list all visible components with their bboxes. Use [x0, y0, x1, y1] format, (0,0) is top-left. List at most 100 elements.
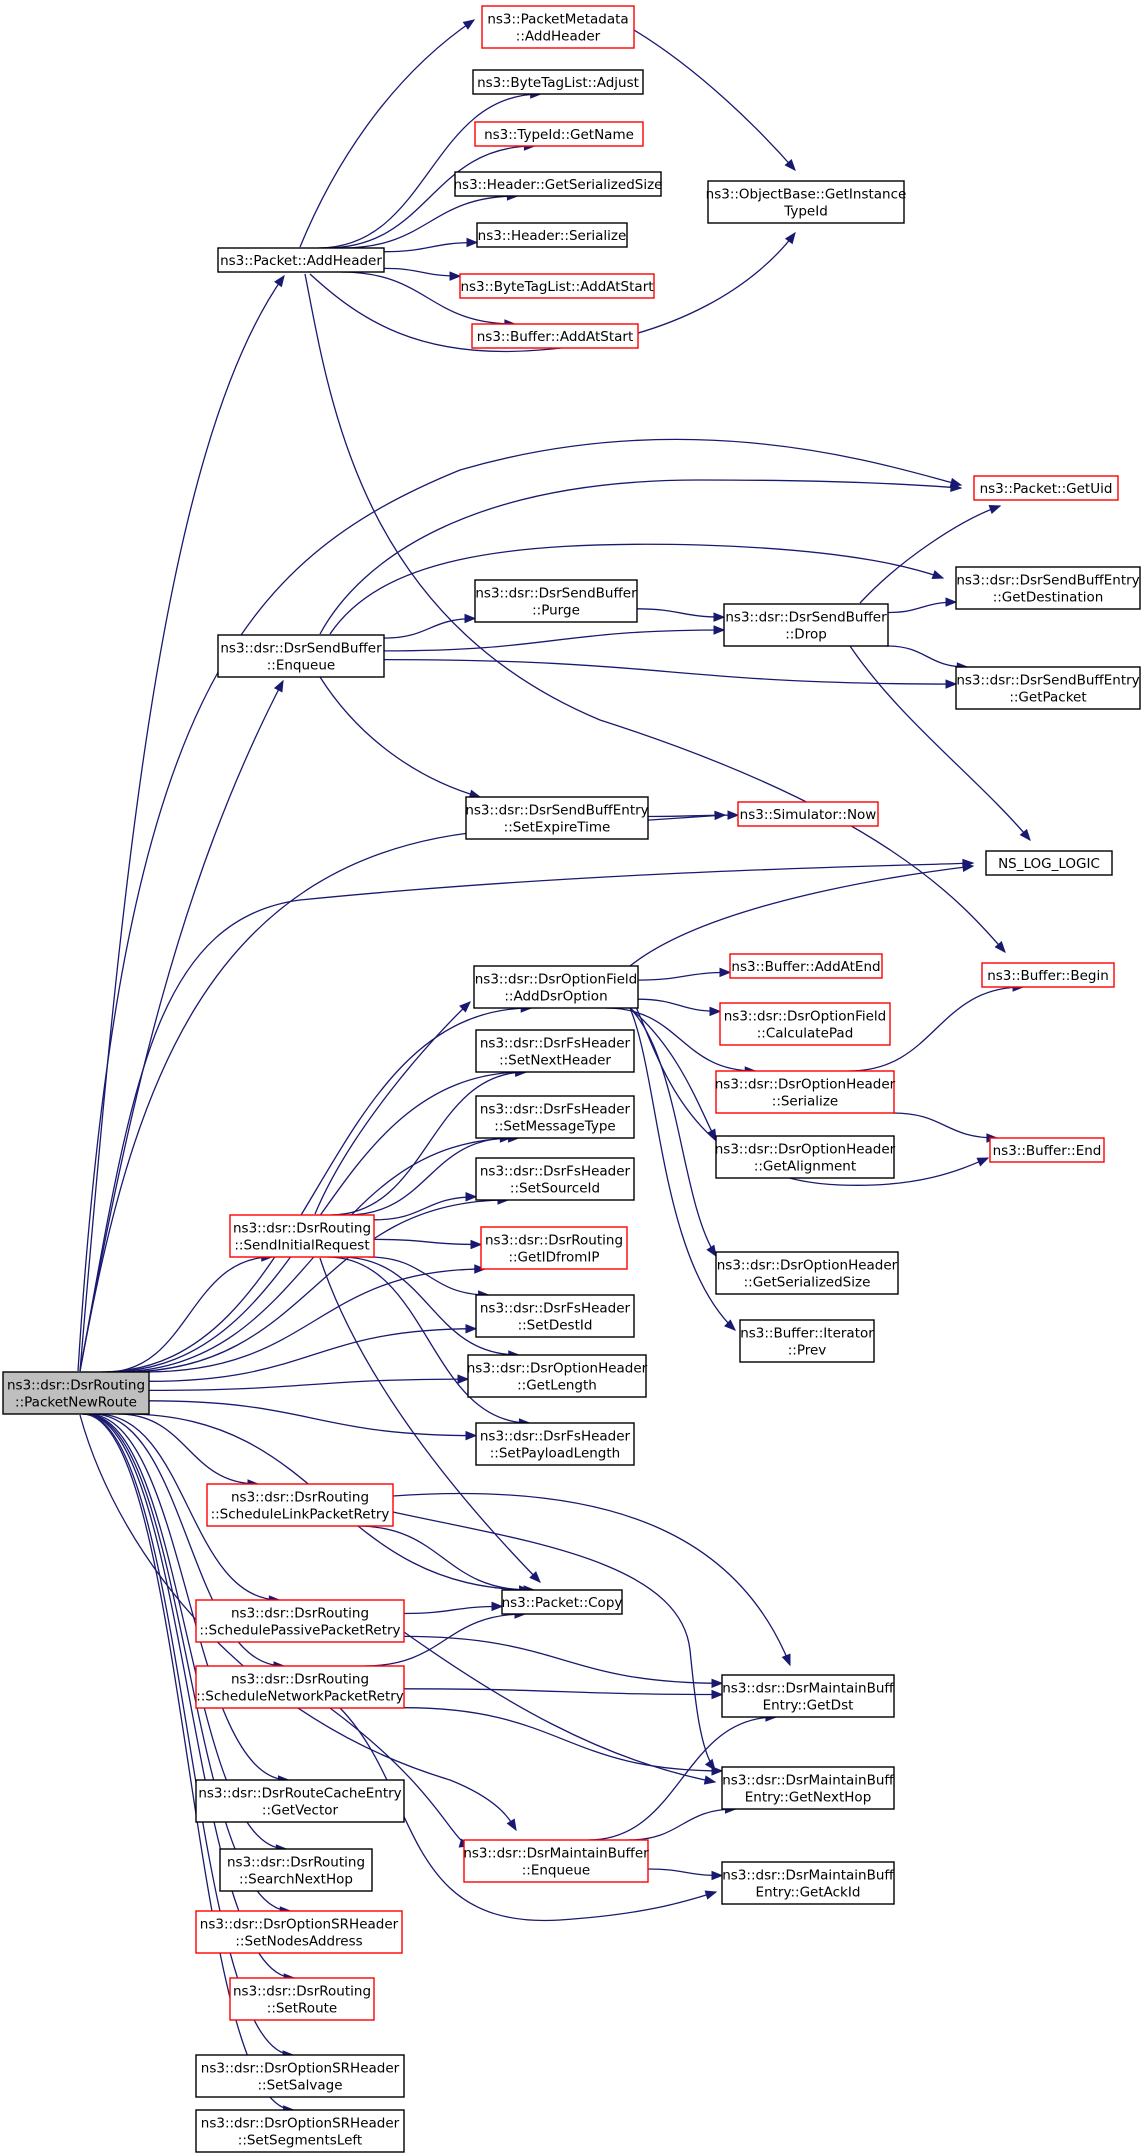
node-n22[interactable]: ns3::dsr::DsrOptionField::CalculatePad — [719, 1002, 891, 1046]
node-n5[interactable]: ns3::Header::GetSerializedSize — [454, 171, 663, 197]
node-n29[interactable]: ns3::dsr::DsrFsHeader::SetMessageType — [475, 1095, 635, 1139]
node-layer: ns3::dsr::DsrRouting::PacketNewRoutens3:… — [2, 5, 1141, 2153]
node-n43[interactable]: ns3::dsr::DsrMaintainBuffer::Enqueue — [463, 1839, 649, 1883]
node-label: ns3::Buffer::AddAtStart — [477, 329, 634, 345]
node-n7[interactable]: ns3::ByteTagList::AddAtStart — [459, 273, 655, 299]
node-label: ns3::dsr::DsrRouting — [485, 1233, 623, 1249]
node-n11[interactable]: ns3::dsr::DsrSendBuffer::Enqueue — [217, 634, 385, 678]
node-n32[interactable]: ns3::dsr::DsrRouting::GetIDfromIP — [480, 1226, 628, 1270]
node-label: ns3::Buffer::End — [993, 1143, 1102, 1159]
node-label: ::SendInitialRequest — [234, 1238, 369, 1254]
node-n45[interactable]: ns3::dsr::DsrRouting::SearchNextHop — [219, 1848, 373, 1892]
node-label: ns3::dsr::DsrFsHeader — [480, 1429, 631, 1445]
node-n13[interactable]: ns3::dsr::DsrSendBuffer::Drop — [723, 603, 889, 647]
node-label: ns3::dsr::DsrRouting — [233, 1221, 371, 1237]
node-n1[interactable]: ns3::Packet::AddHeader — [217, 247, 385, 273]
edge-n0-n11 — [79, 679, 284, 1372]
node-label: ns3::dsr::DsrOptionHeader — [467, 1361, 648, 1377]
node-label: ::SetRoute — [267, 2001, 337, 2017]
node-label: ::PacketNewRoute — [15, 1395, 137, 1411]
node-label: ns3::dsr::DsrFsHeader — [480, 1164, 631, 1180]
edge-n36-n37 — [356, 1525, 531, 1595]
node-n14[interactable]: ns3::dsr::DsrSendBuffEntry::GetDestinati… — [955, 566, 1141, 610]
node-n4[interactable]: ns3::TypeId::GetName — [474, 121, 644, 147]
edge-n0-n42 — [87, 1413, 290, 1785]
node-label: ns3::ByteTagList::AddAtStart — [460, 279, 653, 295]
node-n36[interactable]: ns3::dsr::DsrRouting::ScheduleLinkPacket… — [206, 1483, 394, 1527]
node-label: ::SetSalvage — [258, 2078, 343, 2094]
node-n3[interactable]: ns3::ByteTagList::Adjust — [472, 69, 644, 95]
node-label: ns3::Packet::AddHeader — [220, 253, 382, 269]
node-label: ::AddHeader — [516, 29, 601, 45]
node-label: ns3::dsr::DsrRouting — [231, 1672, 369, 1688]
node-n28[interactable]: ns3::dsr::DsrFsHeader::SetNextHeader — [475, 1029, 635, 1073]
node-root[interactable]: ns3::dsr::DsrRouting::PacketNewRoute — [2, 1371, 150, 1415]
edge-n0-n17 — [79, 810, 727, 1372]
node-label: ns3::Simulator::Now — [740, 807, 877, 823]
node-n33[interactable]: ns3::dsr::DsrFsHeader::SetDestId — [475, 1294, 635, 1338]
node-label: ::SetSourceId — [510, 1181, 600, 1197]
node-n41[interactable]: ns3::dsr::DsrMaintainBuffEntry::GetNextH… — [721, 1766, 895, 1810]
node-n16[interactable]: ns3::dsr::DsrSendBuffEntry::SetExpireTim… — [465, 796, 649, 840]
node-label: ::GetPacket — [1009, 690, 1086, 706]
node-n10[interactable]: ns3::Packet::GetUid — [973, 475, 1119, 501]
node-label: ns3::dsr::DsrOptionSRHeader — [200, 1917, 399, 1933]
edge-n0-n36 — [117, 1413, 260, 1489]
node-label: ns3::dsr::DsrSendBuffer — [220, 641, 382, 657]
edge-n1-n9 — [309, 231, 796, 353]
node-label: ns3::dsr::DsrOptionSRHeader — [201, 2061, 400, 2077]
node-label: ns3::Buffer::Begin — [987, 968, 1109, 984]
node-n21[interactable]: ns3::Buffer::Begin — [981, 962, 1115, 988]
node-n48[interactable]: ns3::dsr::DsrOptionSRHeader::SetSalvage — [195, 2054, 405, 2098]
node-n31[interactable]: ns3::dsr::DsrRouting::SendInitialRequest — [229, 1214, 375, 1258]
node-label: ::ScheduleNetworkPacketRetry — [196, 1689, 404, 1705]
edge-n13-n10 — [859, 504, 1002, 604]
node-n23[interactable]: ns3::dsr::DsrOptionHeader::Serialize — [715, 1070, 896, 1114]
node-label: ns3::dsr::DsrOptionField — [475, 972, 637, 988]
node-n49[interactable]: ns3::dsr::DsrOptionSRHeader::SetSegments… — [195, 2109, 405, 2153]
node-n26[interactable]: ns3::dsr::DsrOptionHeader::GetSerialized… — [715, 1251, 899, 1295]
edge-n19-n20 — [637, 967, 732, 981]
node-label: ns3::dsr::DsrMaintainBuff — [722, 1773, 894, 1789]
node-n38[interactable]: ns3::dsr::DsrRouting::SchedulePassivePac… — [195, 1599, 405, 1643]
node-n37[interactable]: ns3::Packet::Copy — [501, 1589, 623, 1615]
node-n12[interactable]: ns3::dsr::DsrSendBuffer::Purge — [474, 579, 638, 623]
node-n18[interactable]: NS_LOG_LOGIC — [985, 850, 1113, 876]
node-n35[interactable]: ns3::dsr::DsrFsHeader::SetPayloadLength — [475, 1422, 635, 1466]
edge-n39-n43 — [329, 1707, 472, 1848]
node-n30[interactable]: ns3::dsr::DsrFsHeader::SetSourceId — [475, 1157, 635, 1201]
node-n2[interactable]: ns3::PacketMetadata::AddHeader — [481, 5, 635, 49]
node-n25[interactable]: ns3::dsr::DsrOptionHeader::GetAlignment — [715, 1135, 896, 1179]
node-n15[interactable]: ns3::dsr::DsrSendBuffEntry::GetPacket — [955, 666, 1141, 710]
edge-n13-n15 — [886, 645, 969, 672]
node-label: ::CalculatePad — [757, 1026, 854, 1042]
node-n39[interactable]: ns3::dsr::DsrRouting::ScheduleNetworkPac… — [195, 1665, 405, 1709]
node-n34[interactable]: ns3::dsr::DsrOptionHeader::GetLength — [467, 1354, 648, 1398]
node-label: ::SetNodesAddress — [235, 1934, 362, 1950]
edge-n2-n9 — [633, 29, 796, 172]
node-n17[interactable]: ns3::Simulator::Now — [737, 801, 879, 827]
node-label: ::SchedulePassivePacketRetry — [199, 1623, 400, 1639]
edge-n11-n15 — [383, 658, 958, 689]
node-label: Entry::GetDst — [763, 1698, 854, 1714]
node-label: ns3::dsr::DsrMaintainBuffer — [463, 1846, 649, 1862]
edge-n1-n2 — [299, 19, 476, 248]
node-n8[interactable]: ns3::Buffer::AddAtStart — [471, 323, 639, 349]
edge-n1-n7 — [383, 267, 462, 281]
node-label: ns3::dsr::DsrRouting — [227, 1855, 365, 1871]
node-label: ns3::TypeId::GetName — [484, 127, 634, 143]
node-n42[interactable]: ns3::dsr::DsrRouteCacheEntry::GetVector — [195, 1779, 405, 1823]
node-n19[interactable]: ns3::dsr::DsrOptionField::AddDsrOption — [473, 965, 639, 1009]
node-n47[interactable]: ns3::dsr::DsrRouting::SetRoute — [229, 1977, 375, 2021]
node-n46[interactable]: ns3::dsr::DsrOptionSRHeader::SetNodesAdd… — [195, 1910, 403, 1954]
edge-n13-n14 — [887, 597, 958, 614]
node-label: ns3::dsr::DsrSendBuffer — [725, 610, 887, 626]
node-n20[interactable]: ns3::Buffer::AddAtEnd — [729, 953, 883, 979]
node-n6[interactable]: ns3::Header::Serialize — [476, 222, 628, 248]
node-n24[interactable]: ns3::Buffer::End — [989, 1137, 1105, 1163]
node-n27[interactable]: ns3::Buffer::Iterator::Prev — [739, 1319, 875, 1363]
